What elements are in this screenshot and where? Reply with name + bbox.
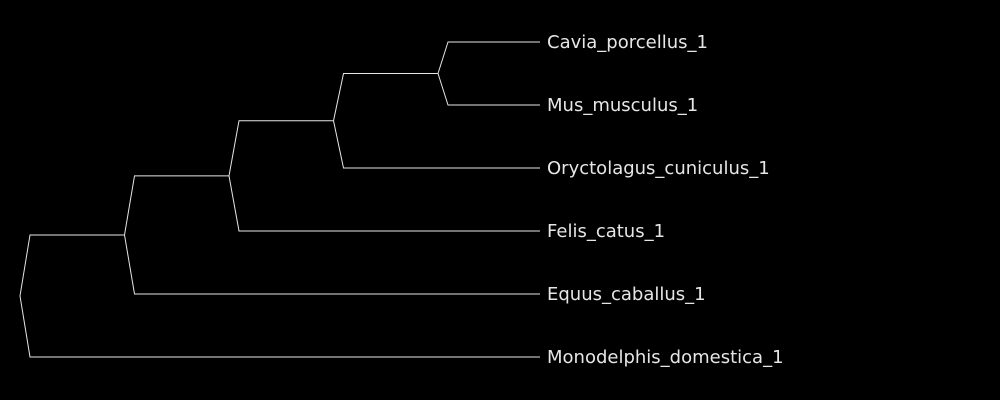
- tree-branch-leaf6: [19, 295, 540, 358]
- leaf-label-leaf5: Equus_caballus_1: [547, 284, 706, 305]
- tree-branch-leaf4: [228, 175, 540, 232]
- leaf-label-leaf2: Mus_musculus_1: [547, 95, 698, 116]
- tree-branch-n3: [228, 120, 334, 176]
- tree-branch-leaf1: [437, 41, 540, 74]
- leaf-label-leaf1: Cavia_porcellus_1: [547, 32, 708, 53]
- tree-branch-leaf2: [437, 73, 540, 106]
- leaf-label-leaf6: Monodelphis_domestica_1: [547, 347, 784, 368]
- tree-branch-n2: [124, 175, 229, 236]
- leaf-label-leaf4: Felis_catus_1: [547, 221, 665, 242]
- leaf-label-leaf3: Oryctolagus_cuniculus_1: [547, 158, 770, 179]
- tree-branches: [19, 41, 540, 358]
- tree-branch-leaf5: [124, 234, 540, 295]
- tree-branch-n1: [19, 234, 125, 297]
- tree-branch-n4: [333, 73, 438, 121]
- tree-leaf-labels: Cavia_porcellus_1Mus_musculus_1Oryctolag…: [547, 32, 784, 368]
- tree-branch-leaf3: [333, 120, 540, 169]
